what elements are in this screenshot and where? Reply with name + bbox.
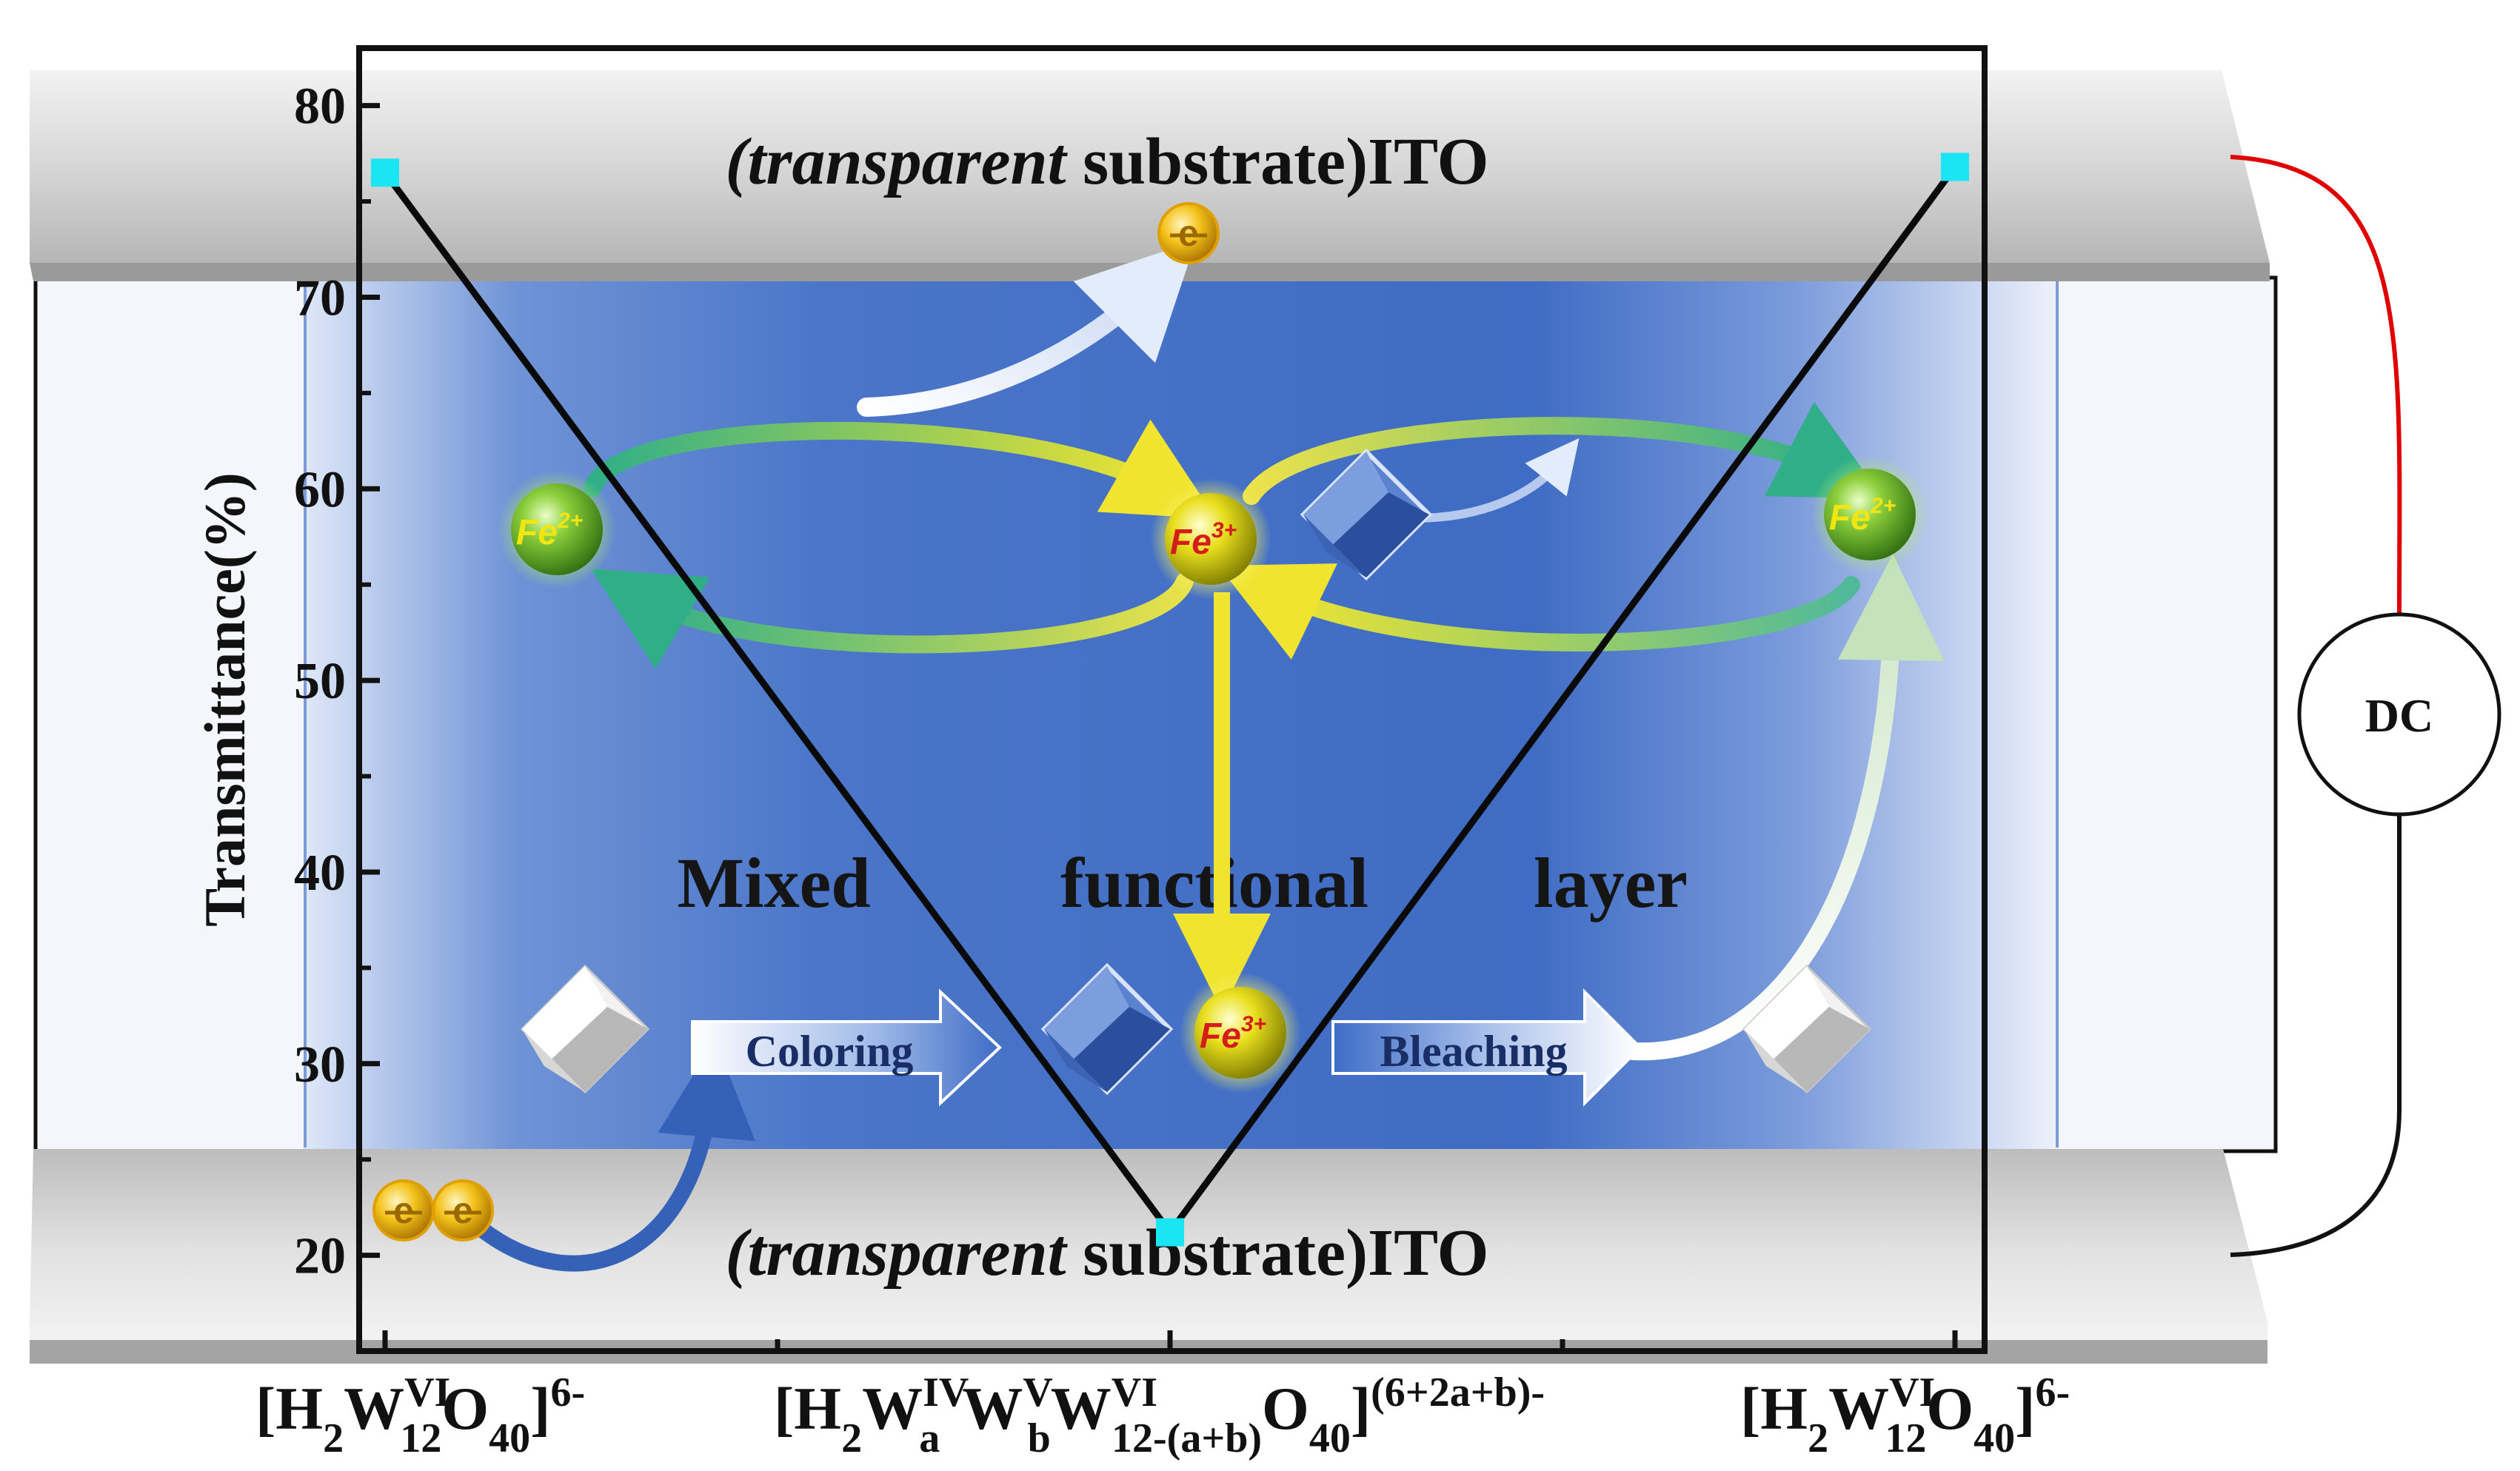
coloring-label: Coloring [746,1027,914,1076]
y-axis-ticks: 20 30 40 50 60 70 80 [294,78,380,1353]
fe3-ion-center: Fe3+ [1150,478,1271,600]
dc-label: DC [2365,689,2433,742]
bleaching-return-arrow [1624,554,1945,1061]
bottom-ito-slab [30,1149,2267,1355]
x-axis-ticks [382,1330,1958,1351]
svg-text:e: e [1178,212,1199,254]
bleaching-arrow: Bleaching [1331,988,1642,1107]
svg-text:e: e [452,1190,473,1231]
data-markers [371,153,1969,1247]
dc-wire-negative [2230,814,2402,1257]
y-tick-label: 30 [294,1036,346,1093]
fe2-ion-left: Fe2+ [498,470,616,589]
crystal-bleached-left [520,964,650,1094]
crystal-colored-middle [1040,962,1174,1096]
svg-text:e: e [393,1190,414,1231]
y-tick-label: 80 [294,78,346,135]
layer-word: layer [1534,843,1688,922]
y-tick-label: 20 [294,1228,346,1285]
mixed-word: Mixed [677,843,870,922]
y-tick-label: 60 [294,461,346,518]
crystal-colored-upper [1300,448,1433,581]
y-tick-label: 50 [294,653,346,710]
fe3-to-fe2-arrow [591,569,1194,669]
crystal-bleached-right [1742,964,1872,1094]
fe2-to-fe3-arrow [584,419,1217,519]
bottom-substrate-label: (transparent substrate)ITO [725,1216,1488,1290]
bleaching-label: Bleaching [1380,1027,1567,1076]
y-tick-label: 40 [294,845,346,902]
coloring-arrow: Coloring [691,988,1002,1107]
data-point [371,158,399,187]
electron-inject-arrow [473,1039,755,1272]
top-ito-slab [30,70,2270,280]
fe2-ion-right: Fe2+ [1811,455,1929,574]
electron-release-arrow [857,240,1197,417]
data-point [1941,153,1969,181]
electron-bottom-2: e [432,1179,494,1242]
dc-power-source [2297,612,2501,817]
data-point [1156,1218,1184,1247]
top-substrate-label: (transparent substrate)ITO [725,125,1488,198]
y-axis-label: Transmittance(%) [193,472,257,927]
fe3-to-right-fe2-arrow [1243,401,1884,505]
crystal-release-arrow [1410,438,1580,523]
svg-text:Fe3+: Fe3+ [1170,518,1237,562]
fe3-ion-bottom: Fe3+ [1180,972,1301,1093]
electron-top: e [1157,202,1220,264]
dc-wire-positive [2230,155,2402,615]
y-tick-label: 70 [294,269,346,326]
electron-bottom-1: e [372,1179,435,1242]
svg-text:Fe2+: Fe2+ [516,509,583,552]
svg-text:Fe2+: Fe2+ [1829,494,1896,537]
svg-text:Fe3+: Fe3+ [1200,1012,1266,1056]
